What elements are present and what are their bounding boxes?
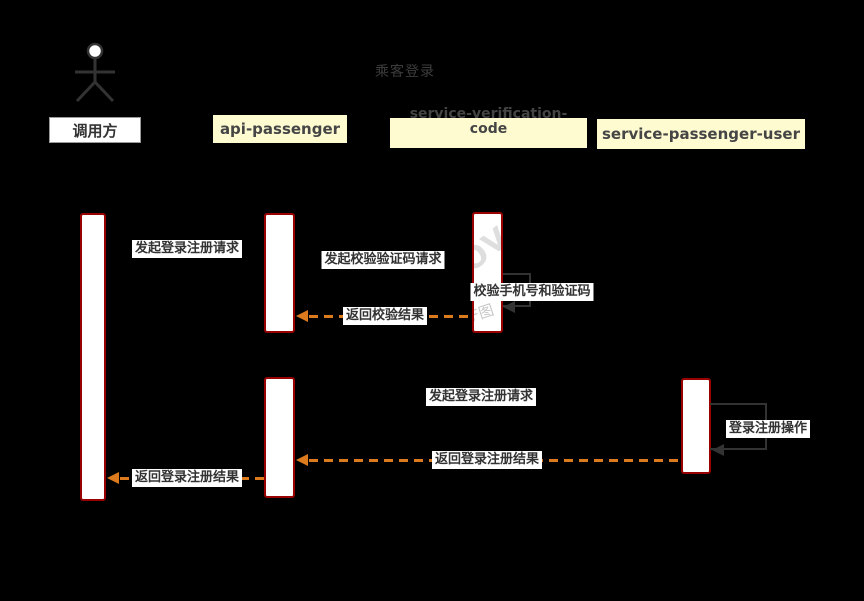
- arrowhead-right-icon: [253, 243, 264, 253]
- watermark-text: F图: [472, 300, 496, 326]
- message-label: 返回登录注册结果: [431, 451, 543, 469]
- participant-label: service-verification-code: [409, 106, 568, 137]
- message-label: 发起登录注册请求: [131, 240, 243, 258]
- participant-api-passenger: api-passenger: [213, 115, 347, 143]
- arrowhead-right-icon: [669, 392, 680, 402]
- participant-service-passenger-user: service-passenger-user: [597, 119, 805, 149]
- activation-service-verification-code: OV F图: [472, 212, 503, 333]
- arrowhead-left-icon: [712, 444, 724, 456]
- participant-label: service-passenger-user: [602, 125, 800, 143]
- arrowhead-right-icon: [461, 255, 472, 265]
- message-label: 登录注册操作: [725, 420, 811, 438]
- activation-api-passenger-2: [264, 377, 295, 498]
- actor-caller: 调用方: [49, 117, 141, 143]
- message-label: 返回校验结果: [342, 307, 428, 325]
- participant-service-verification-code: service-verification-code: [390, 107, 587, 148]
- message-label: 返回登录注册结果: [131, 469, 243, 487]
- activation-service-passenger-user: [681, 378, 711, 474]
- arrowhead-left-icon: [296, 454, 308, 466]
- participant-label: api-passenger: [219, 120, 341, 138]
- activation-api-passenger-1: [264, 213, 295, 333]
- message-label: 校验手机号和验证码: [470, 283, 594, 301]
- arrowhead-left-icon: [503, 301, 515, 313]
- actor-icon: [75, 42, 115, 103]
- arrowhead-left-icon: [296, 310, 308, 322]
- activation-caller: [80, 213, 106, 501]
- message-label: 发起校验验证码请求: [321, 251, 445, 269]
- lifeline-service-passenger-user: [696, 145, 697, 511]
- message-label: 发起登录注册请求: [425, 388, 537, 406]
- diagram-title: 乘客登录: [375, 64, 435, 80]
- arrowhead-left-icon: [107, 472, 119, 484]
- watermark-text: OV: [472, 219, 503, 280]
